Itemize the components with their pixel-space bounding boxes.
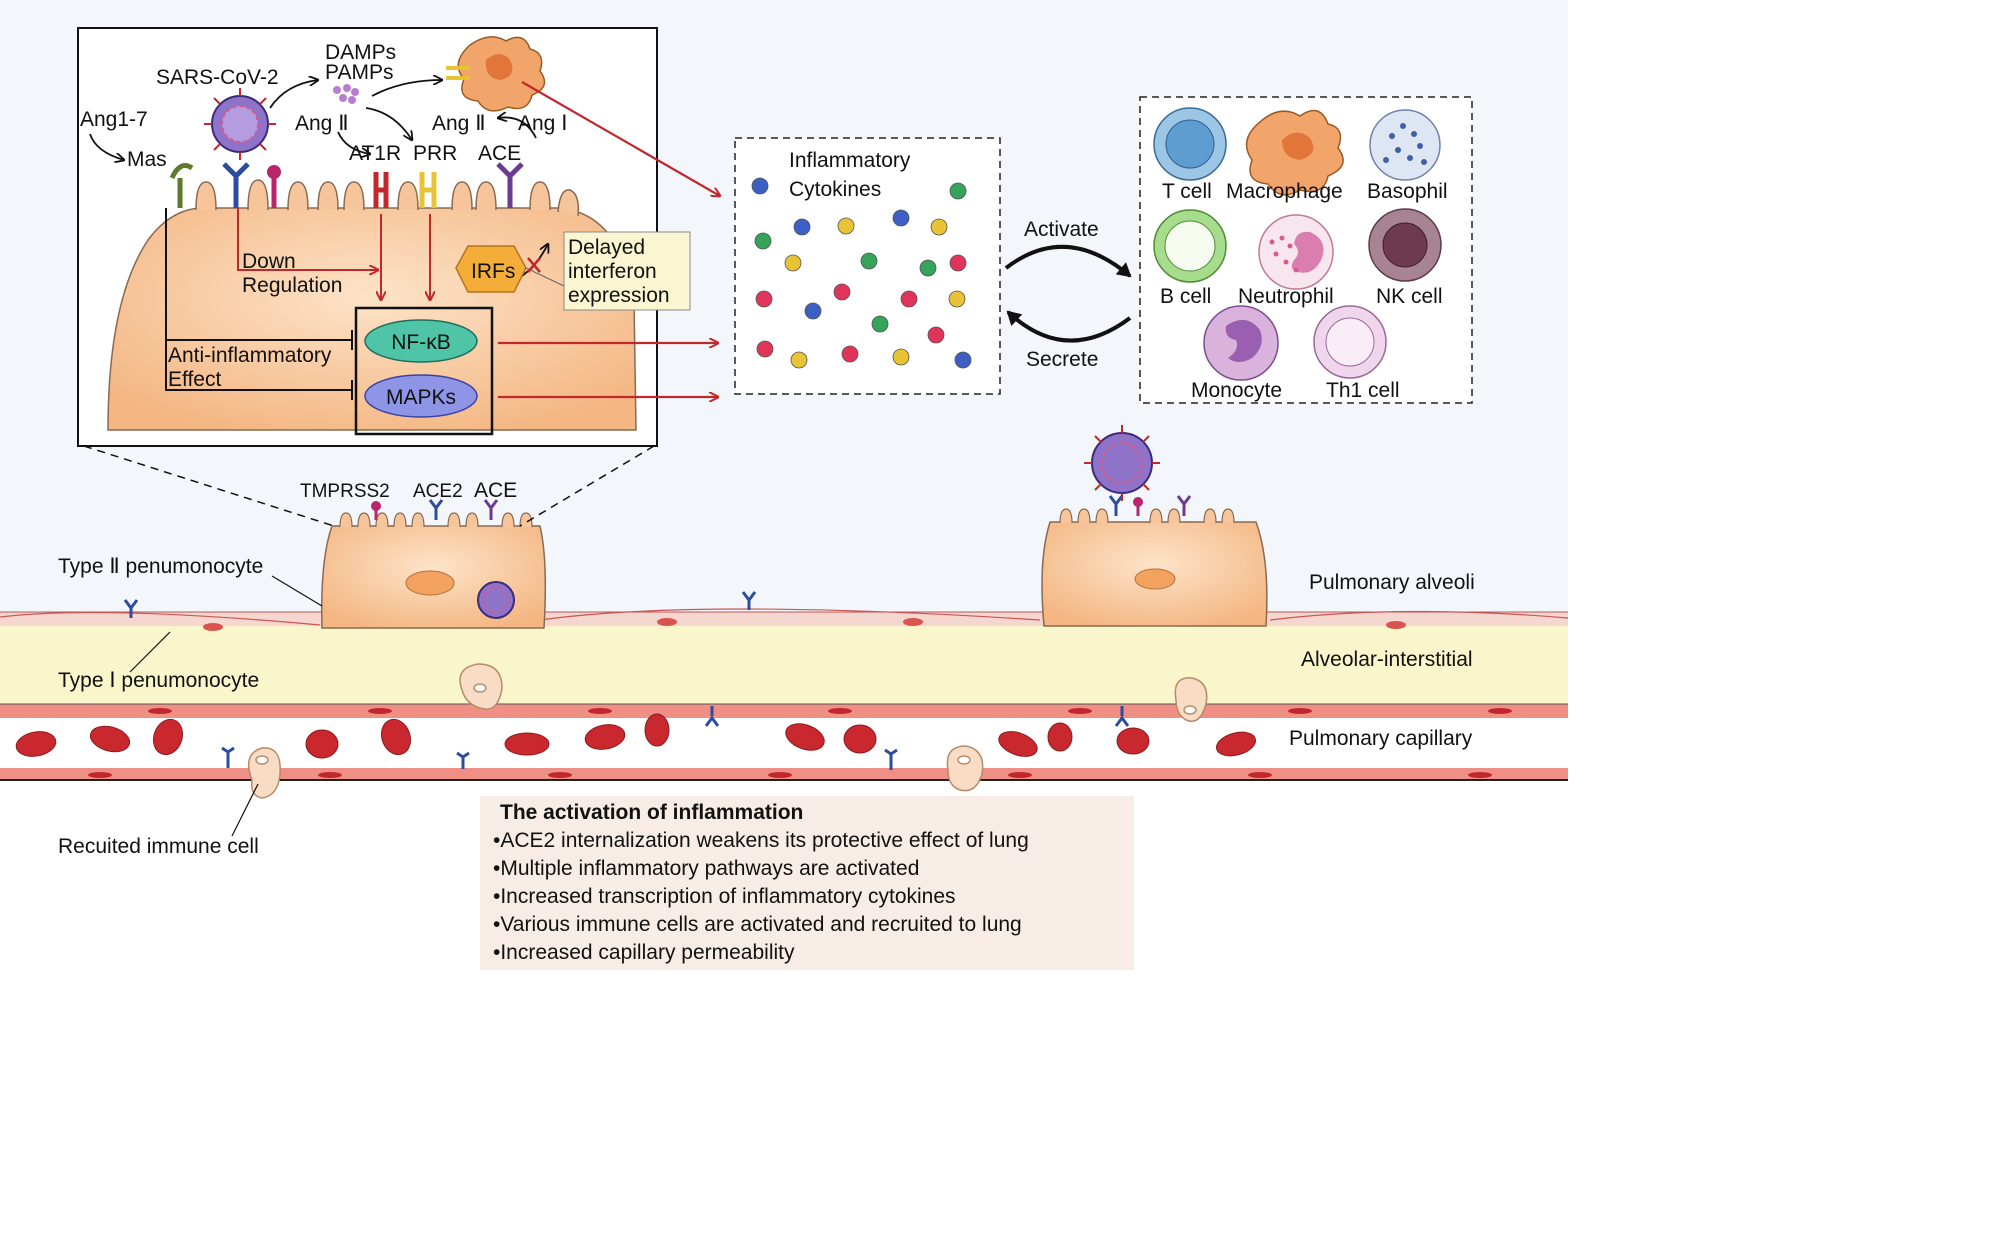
at1r-label: AT1R <box>349 142 401 165</box>
scattered-receptors <box>123 591 1130 770</box>
ang17-label: Ang1-7 <box>80 108 148 131</box>
delayed-line1: Delayed <box>568 236 645 259</box>
prr-receptor <box>419 172 437 208</box>
sars-cov2-virus-icon <box>204 88 276 160</box>
tmprss2-receptor <box>267 165 281 208</box>
summary-title: The activation of inflammation <box>500 801 803 824</box>
type1-label: Type Ⅰ penumonocyte <box>58 669 259 692</box>
summary-box: The activation of inflammation •ACE2 int… <box>493 801 1029 964</box>
cytokine-labels: Inflammatory Cytokines Activate Secrete <box>789 149 1099 371</box>
ace2-receptor <box>222 162 250 208</box>
inhibition-lines <box>165 208 353 400</box>
microvilli <box>195 179 580 217</box>
summary-box-bg <box>480 796 1134 970</box>
ace2-label: ACE2 <box>413 481 463 502</box>
summary-point: •Increased capillary permeability <box>493 941 795 964</box>
t-cell-icon <box>1153 107 1227 181</box>
neutrophil-icon <box>1258 214 1334 290</box>
ace-receptor <box>496 162 524 208</box>
summary-point: •Various immune cells are activated and … <box>493 913 1022 936</box>
ace-lower-label: ACE <box>474 479 517 502</box>
internalized-virus-icon <box>477 581 515 619</box>
secrete-label: Secrete <box>1026 348 1098 371</box>
capillary-wall-top <box>0 704 1568 718</box>
type2-cell-right <box>1041 425 1268 627</box>
mapks-label: MAPKs <box>386 386 456 409</box>
cytokine-arrows <box>498 81 720 397</box>
mapks-pill <box>364 374 478 418</box>
ang2-left-label: Ang Ⅱ <box>295 112 349 135</box>
prr-label: PRR <box>413 142 457 165</box>
immune-label-t-cell: T cell <box>1162 180 1212 203</box>
type2-cell-left <box>320 499 547 629</box>
macrophage-icon <box>446 36 546 112</box>
recruited-immune-cells <box>247 663 1208 799</box>
mas-label: Mas <box>127 148 167 171</box>
delayed-line3: expression <box>568 284 670 307</box>
immune-label-macrophage: Macrophage <box>1226 180 1343 203</box>
ang1-label: Ang Ⅰ <box>518 112 567 135</box>
immune-label-th1-cell: Th1 cell <box>1326 379 1400 402</box>
delayed-line2: interferon <box>568 260 657 283</box>
monocyte-icon <box>1203 305 1279 381</box>
down-regulation-line2: Regulation <box>242 274 342 297</box>
anti-inflammatory-line2: Effect <box>168 368 221 391</box>
ace-label: ACE <box>478 142 521 165</box>
diagram-canvas: SARS-CoV-2 DAMPs PAMPs Ang1-7 Mas Ang Ⅱ … <box>0 0 1568 970</box>
virus-icon <box>1084 425 1160 501</box>
ang2-right-label: Ang Ⅱ <box>432 112 486 135</box>
anti-inflammatory-line1: Anti-inflammatory <box>168 344 332 367</box>
tmprss2-label: TMPRSS2 <box>300 481 390 502</box>
nk-cell-icon <box>1368 208 1442 282</box>
recruited-cell-label: Recuited immune cell <box>58 835 259 858</box>
damps-label: DAMPs <box>325 41 396 64</box>
virus-label: SARS-CoV-2 <box>156 66 279 89</box>
immune-label-b-cell: B cell <box>1160 285 1211 308</box>
nucleus-box <box>354 306 494 436</box>
basophil-icon <box>1369 109 1441 181</box>
pamps-label: PAMPs <box>325 61 393 84</box>
label-leaders <box>129 575 323 837</box>
th1-cell-icon <box>1313 305 1387 379</box>
down-regulation-line1: Down <box>242 250 296 273</box>
immune-cell-labels: T cell Macrophage Basophil B cell Neutro… <box>1160 180 1448 402</box>
b-cell-icon <box>1153 209 1227 283</box>
summary-point: •Increased transcription of inflammatory… <box>493 885 956 908</box>
red-pathway-arrows <box>237 208 430 300</box>
immune-label-nk-cell: NK cell <box>1376 285 1443 308</box>
cytokines-title-line1: Inflammatory <box>789 149 911 172</box>
lower-labels: TMPRSS2 ACE2 ACE Type Ⅱ penumonocyte Typ… <box>58 479 1475 858</box>
at1r-receptor <box>373 172 389 208</box>
immune-label-neutrophil: Neutrophil <box>1238 285 1334 308</box>
type2-label: Type Ⅱ penumonocyte <box>58 555 263 578</box>
pulmonary-alveoli-label: Pulmonary alveoli <box>1309 571 1475 594</box>
cycle-arrows <box>1004 244 1132 343</box>
red-blood-cells <box>15 713 1257 759</box>
macrophage-cell-icon <box>1245 109 1344 196</box>
immune-label-basophil: Basophil <box>1367 180 1448 203</box>
capillary-endothelium <box>88 708 1512 778</box>
top-panel-labels: SARS-CoV-2 DAMPs PAMPs Ang1-7 Mas Ang Ⅱ … <box>80 41 670 409</box>
nfkb-label: NF-κB <box>391 331 451 354</box>
activate-label: Activate <box>1024 218 1099 241</box>
summary-point: •ACE2 internalization weakens its protec… <box>493 829 1029 852</box>
cytokines-title-line2: Cytokines <box>789 178 881 201</box>
mas-receptor <box>169 163 194 208</box>
damps-particles-icon <box>333 84 359 104</box>
summary-point: •Multiple inflammatory pathways are acti… <box>493 857 919 880</box>
pulmonary-capillary-label: Pulmonary capillary <box>1289 727 1473 750</box>
nfkb-pill <box>364 319 478 363</box>
zoom-panel <box>77 27 691 447</box>
type1-cells <box>203 618 1406 631</box>
immune-label-monocyte: Monocyte <box>1191 379 1282 402</box>
alveolar-interstitial-label: Alveolar-interstitial <box>1301 648 1473 671</box>
cytokines-box <box>734 137 1001 395</box>
immune-cells-box <box>1139 96 1473 404</box>
irfs-label: IRFs <box>471 260 515 283</box>
delayed-interferon-box <box>563 231 691 311</box>
cytokine-particles <box>751 177 972 369</box>
zoom-lines <box>83 445 655 527</box>
interstitial-layer <box>0 626 1568 704</box>
